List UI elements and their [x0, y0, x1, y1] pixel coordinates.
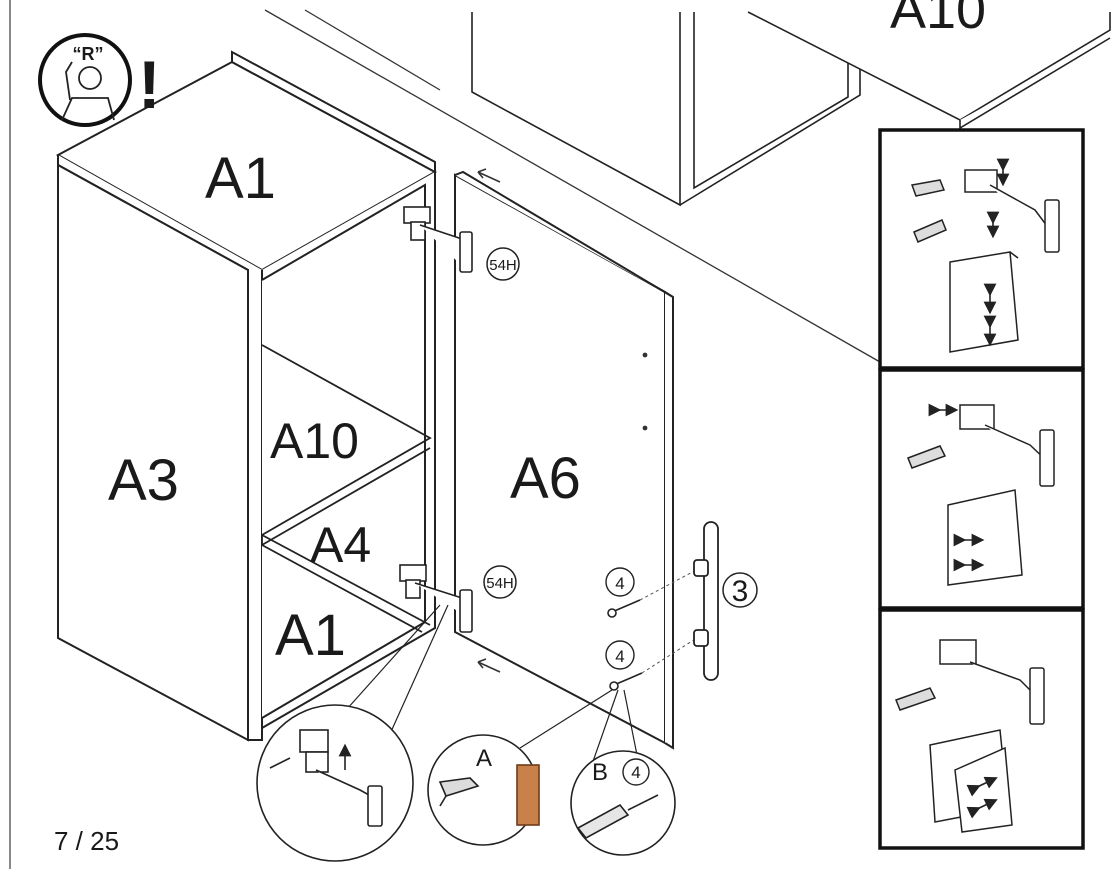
handle-part-number: 3 — [722, 572, 758, 608]
wall-guide-lines — [264, 9, 881, 363]
screwdriver-label: B — [592, 759, 608, 786]
svg-text:54H: 54H — [486, 575, 514, 592]
shelf-label: A10 — [270, 413, 359, 469]
hinge-code-top: 54H — [486, 247, 520, 281]
hinge-code-bottom: 54H — [483, 565, 517, 599]
door-hole-bottom — [642, 425, 648, 431]
door-hole-top — [642, 352, 648, 358]
detail-drill — [427, 734, 540, 846]
second-person-notice-icon: “R” — [38, 33, 132, 127]
adjust-panel-depth — [878, 608, 1085, 850]
svg-text:“R”: “R” — [73, 44, 104, 64]
bottom-panel-label: A1 — [275, 603, 346, 668]
top-panel-label: A1 — [205, 146, 276, 211]
adjust-panel-vertical — [878, 128, 1085, 370]
adjust-panel-lateral — [878, 368, 1085, 610]
detail-screwdriver — [570, 750, 676, 856]
screw-guide-lines — [639, 567, 701, 674]
upper-wall-unit — [471, 11, 1111, 207]
svg-text:4: 4 — [631, 763, 640, 782]
screw-top — [607, 599, 641, 618]
wall-unit-label: A10 — [890, 0, 986, 40]
hinge-top — [403, 206, 473, 273]
back-panel-label: A4 — [310, 517, 371, 573]
screw-bottom — [609, 672, 643, 691]
cabinet-interior — [261, 344, 432, 633]
drill-label: A — [476, 745, 492, 772]
door-label: A6 — [510, 446, 581, 511]
page-number: 7 / 25 — [54, 826, 120, 856]
hinge-bottom — [399, 564, 473, 633]
side-panel-label: A3 — [108, 448, 179, 513]
cabinet-body — [55, 50, 438, 742]
svg-text:4: 4 — [615, 647, 624, 666]
warning-exclamation: ! — [138, 47, 161, 123]
svg-text:4: 4 — [615, 574, 624, 593]
screw-qty-top: 4 — [605, 567, 635, 597]
door-handle — [693, 521, 719, 681]
door-panel — [454, 170, 674, 750]
screw-qty-bottom: 4 — [605, 640, 635, 670]
insert-direction-arrows — [477, 168, 501, 673]
svg-text:3: 3 — [732, 575, 749, 608]
svg-text:54H: 54H — [489, 257, 517, 274]
screwdriver-qty: 4 — [622, 758, 650, 786]
detail-hinge-closeup — [256, 704, 414, 862]
